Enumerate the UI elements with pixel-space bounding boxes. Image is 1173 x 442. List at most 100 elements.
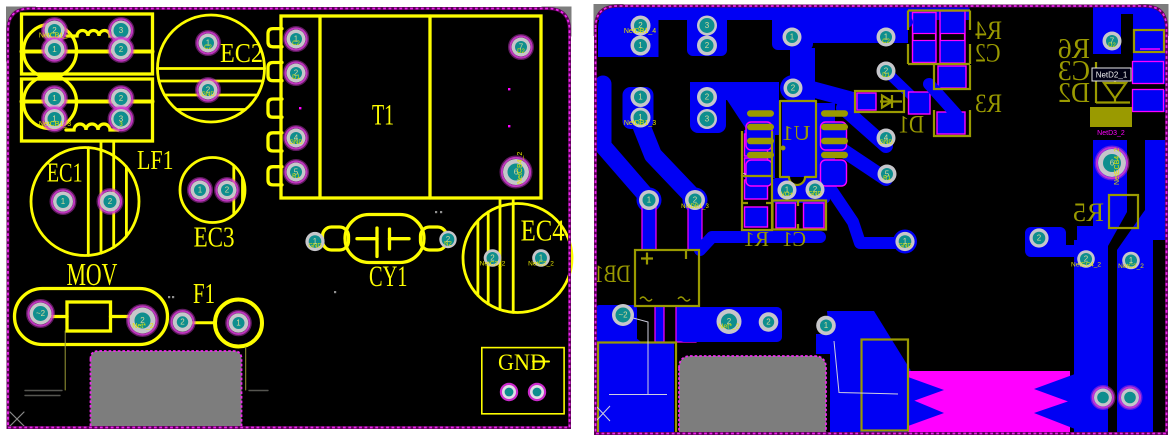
svg-text:D2: D2 bbox=[517, 49, 525, 55]
svg-text:D1: D1 bbox=[292, 75, 300, 81]
svg-text:EC4: EC4 bbox=[521, 213, 565, 248]
svg-text:1: 1 bbox=[785, 186, 790, 195]
svg-text:1: 1 bbox=[638, 93, 643, 102]
svg-text:D1: D1 bbox=[882, 73, 890, 79]
svg-text:2: 2 bbox=[225, 186, 230, 195]
svg-text:NetC2_2: NetC2_2 bbox=[528, 261, 554, 268]
svg-text:2: 2 bbox=[791, 84, 796, 93]
svg-text:R6: R6 bbox=[1058, 34, 1090, 65]
svg-text:N2: N2 bbox=[444, 242, 452, 248]
svg-text:2: 2 bbox=[884, 67, 889, 76]
svg-text:GND: GND bbox=[201, 92, 215, 98]
svg-text:T1: T1 bbox=[372, 99, 394, 132]
svg-text:3: 3 bbox=[705, 21, 710, 30]
svg-text:2: 2 bbox=[705, 93, 710, 102]
svg-text:4: 4 bbox=[884, 134, 889, 143]
svg-text:1: 1 bbox=[61, 197, 66, 206]
svg-text:LF1: LF1 bbox=[137, 145, 174, 175]
svg-text:D2: D2 bbox=[1108, 43, 1116, 49]
svg-text:2: 2 bbox=[490, 254, 495, 263]
svg-text:2: 2 bbox=[727, 317, 732, 326]
svg-text:1: 1 bbox=[206, 39, 211, 48]
svg-text:R1: R1 bbox=[292, 174, 300, 180]
svg-text:2: 2 bbox=[705, 41, 710, 50]
svg-text:C2: C2 bbox=[204, 45, 212, 51]
svg-text:GND: GND bbox=[898, 244, 912, 250]
svg-text:~2: ~2 bbox=[36, 309, 46, 318]
svg-text:1: 1 bbox=[903, 237, 908, 246]
svg-text:NetDB1_3: NetDB1_3 bbox=[681, 204, 709, 210]
svg-text:R1: R1 bbox=[744, 227, 769, 251]
svg-text:2: 2 bbox=[1084, 255, 1089, 264]
svg-text:1: 1 bbox=[236, 319, 241, 328]
svg-text:1: 1 bbox=[52, 115, 57, 124]
svg-text:~2: ~2 bbox=[618, 311, 628, 320]
svg-text:1: 1 bbox=[884, 33, 889, 42]
svg-text:2: 2 bbox=[108, 197, 113, 206]
svg-text:1: 1 bbox=[294, 35, 299, 44]
svg-text:CY1: CY1 bbox=[369, 260, 408, 293]
svg-text:U1: U1 bbox=[782, 121, 811, 145]
svg-text:NetD3_2: NetD3_2 bbox=[1097, 130, 1125, 137]
svg-text:GND: GND bbox=[308, 244, 322, 250]
svg-text:NetDB1_3: NetDB1_3 bbox=[624, 120, 656, 127]
svg-text:Net*_2: Net*_2 bbox=[132, 323, 154, 330]
svg-text:1: 1 bbox=[824, 321, 829, 330]
svg-text:3: 3 bbox=[119, 115, 124, 124]
svg-text:GND: GND bbox=[289, 140, 303, 146]
svg-text:6: 6 bbox=[514, 168, 519, 177]
svg-text:3: 3 bbox=[705, 115, 710, 124]
svg-text:D1: D1 bbox=[899, 111, 924, 138]
svg-text:MOV: MOV bbox=[67, 256, 118, 292]
svg-text:Net*_2: Net*_2 bbox=[718, 324, 740, 331]
svg-text:2: 2 bbox=[180, 318, 185, 327]
svg-text:1: 1 bbox=[539, 254, 544, 263]
svg-text:2: 2 bbox=[294, 69, 299, 78]
svg-text:C2: C2 bbox=[292, 41, 300, 47]
svg-text:NetEC4_2: NetEC4_2 bbox=[1071, 262, 1101, 269]
svg-text:GND: GND bbox=[808, 192, 822, 198]
svg-text:C2: C2 bbox=[975, 39, 1001, 68]
svg-text:NetCB1_4: NetCB1_4 bbox=[39, 33, 71, 40]
svg-text:NetC2_2: NetC2_2 bbox=[1118, 263, 1144, 270]
svg-text:GND: GND bbox=[498, 350, 546, 375]
svg-text:EC2: EC2 bbox=[220, 38, 263, 68]
svg-text:NetD2_1: NetD2_1 bbox=[1096, 71, 1128, 80]
svg-text:NetC2_2: NetC2_2 bbox=[480, 261, 506, 268]
svg-text:R3: R3 bbox=[975, 89, 1002, 118]
svg-text:R5: R5 bbox=[1073, 198, 1104, 227]
svg-text:R4: R4 bbox=[975, 16, 1002, 45]
svg-text:2: 2 bbox=[140, 316, 145, 325]
svg-text:C3: C3 bbox=[1058, 56, 1090, 87]
svg-text:5: 5 bbox=[885, 170, 890, 179]
svg-text:1: 1 bbox=[1129, 256, 1134, 265]
svg-text:2: 2 bbox=[119, 45, 124, 54]
svg-text:2: 2 bbox=[638, 21, 643, 30]
svg-text:1: 1 bbox=[647, 196, 652, 205]
svg-text:2: 2 bbox=[813, 185, 818, 194]
svg-text:NetCB1_3: NetCB1_3 bbox=[39, 121, 71, 128]
svg-text:2: 2 bbox=[693, 196, 698, 205]
svg-text:DB1: DB1 bbox=[594, 261, 631, 288]
svg-text:4: 4 bbox=[294, 134, 299, 143]
svg-text:7: 7 bbox=[1110, 37, 1115, 46]
svg-text:1: 1 bbox=[638, 41, 643, 50]
svg-text:2: 2 bbox=[1037, 234, 1042, 243]
svg-text:5: 5 bbox=[294, 168, 299, 177]
svg-text:6: 6 bbox=[1110, 159, 1115, 168]
svg-text:1: 1 bbox=[52, 94, 57, 103]
svg-text:C2: C2 bbox=[882, 39, 890, 45]
svg-text:1: 1 bbox=[52, 45, 57, 54]
svg-text:1: 1 bbox=[198, 186, 203, 195]
svg-text:EC1: EC1 bbox=[47, 158, 83, 188]
svg-text:VO+: VO+ bbox=[781, 192, 794, 198]
svg-text:EC3: EC3 bbox=[194, 222, 235, 254]
svg-text:2: 2 bbox=[119, 94, 124, 103]
svg-text:NetDB1_4: NetDB1_4 bbox=[624, 28, 656, 35]
svg-text:GND: GND bbox=[879, 140, 893, 146]
svg-text:1: 1 bbox=[790, 33, 795, 42]
svg-text:2: 2 bbox=[766, 318, 771, 327]
svg-text:3: 3 bbox=[119, 26, 124, 35]
svg-text:3: 3 bbox=[119, 122, 123, 128]
svg-text:1: 1 bbox=[638, 113, 643, 122]
